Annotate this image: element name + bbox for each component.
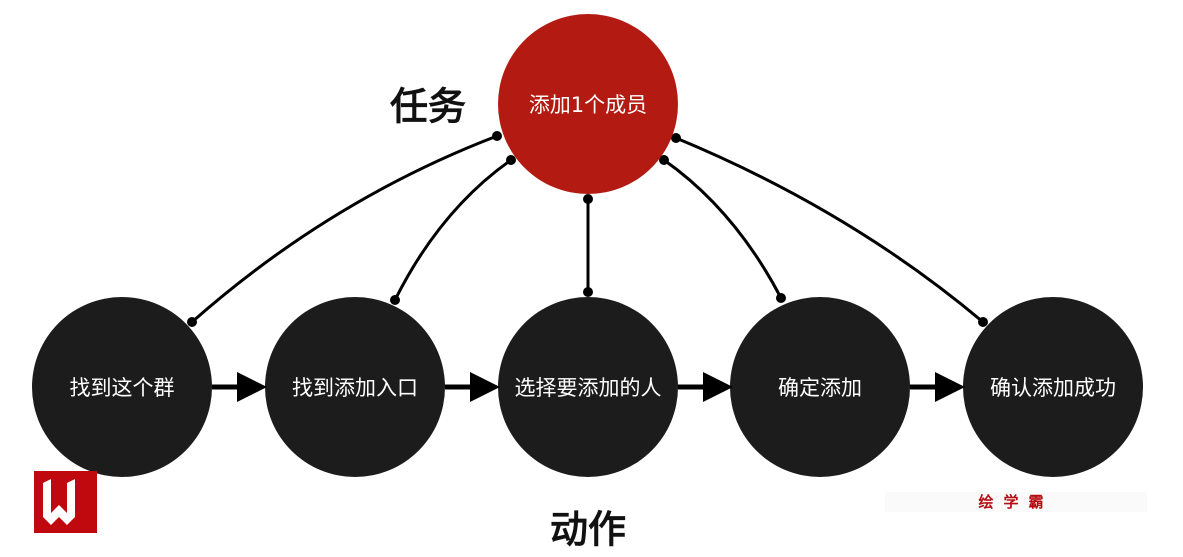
action-node: [498, 297, 678, 477]
connector-5: [675, 136, 984, 324]
action-node-label: 找到这个群: [69, 376, 175, 400]
connector-1: [191, 134, 498, 324]
brand-logo: [34, 471, 97, 533]
action-node: [265, 297, 445, 477]
action-node-label: 确定添加: [778, 376, 862, 400]
connector-4: [663, 158, 783, 299]
action-node: [963, 297, 1143, 477]
action-node-label: 确认添加成功: [990, 376, 1116, 400]
task-heading: 任务: [389, 84, 467, 129]
action-node: [32, 297, 212, 477]
task-node: [498, 14, 678, 194]
action-node-label: 选择要添加的人: [514, 376, 662, 400]
brand-name: 绘学霸: [885, 492, 1147, 512]
action-node-label: 找到添加入口: [292, 376, 418, 400]
w-logo-icon: [43, 479, 75, 525]
action-heading: 动作: [549, 507, 627, 552]
connector-2: [393, 158, 512, 301]
action-node: [730, 297, 910, 477]
task-node-label: 添加1个成员: [528, 93, 648, 117]
